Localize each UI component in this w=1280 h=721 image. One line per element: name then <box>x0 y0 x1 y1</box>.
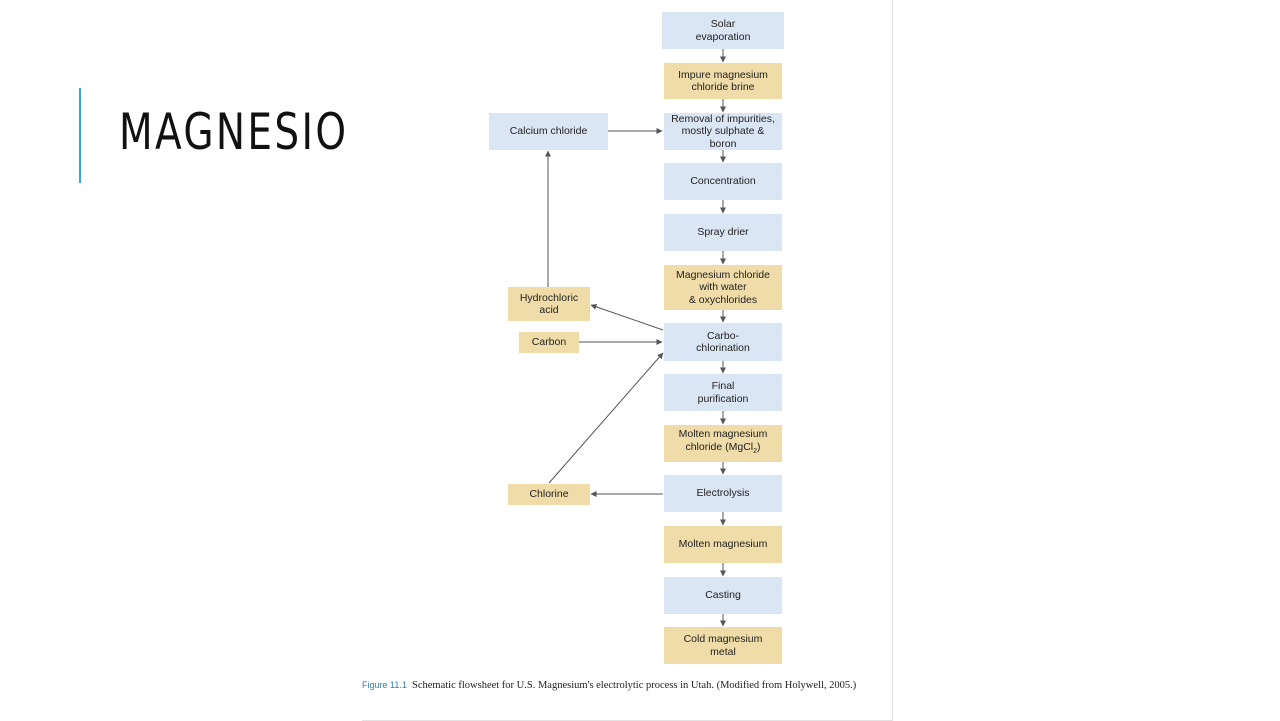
figure-panel <box>362 0 893 721</box>
node-concentration: Concentration <box>664 163 782 200</box>
figure-label: Figure 11.1 <box>362 680 407 690</box>
title-accent-bar <box>79 88 81 183</box>
node-chlorine: Chlorine <box>508 484 590 505</box>
figure-caption-text: Schematic flowsheet for U.S. Magnesium's… <box>412 680 857 691</box>
node-molten-mgcl2: Molten magnesium chloride (MgCl2) <box>664 425 782 462</box>
node-carbo-chlorination: Carbo- chlorination <box>664 323 782 361</box>
figure-caption: Figure 11.1 Schematic flowsheet for U.S. … <box>362 679 890 692</box>
node-casting: Casting <box>664 577 782 614</box>
node-calcium-chloride: Calcium chloride <box>489 113 608 150</box>
node-removal-impurities: Removal of impurities, mostly sulphate &… <box>664 113 782 150</box>
slide-title: MAGNESIO <box>119 103 349 161</box>
node-spray-drier: Spray drier <box>664 214 782 251</box>
node-cold-magnesium-metal: Cold magnesium metal <box>664 627 782 664</box>
node-carbon: Carbon <box>519 332 579 353</box>
mgcl2-subscript: 2 <box>753 448 758 456</box>
node-final-purification: Final purification <box>664 374 782 411</box>
node-electrolysis: Electrolysis <box>664 475 782 512</box>
node-solar-evaporation: Solar evaporation <box>662 12 784 49</box>
mgcl2-suffix: ) <box>757 440 761 453</box>
node-molten-mgcl2-line2: chloride (MgCl2) <box>685 441 760 459</box>
node-impure-brine: Impure magnesium chloride brine <box>664 63 782 99</box>
node-molten-mgcl2-line1: Molten magnesium <box>678 428 768 441</box>
node-mgcl-water-oxychlorides: Magnesium chloride with water & oxychlor… <box>664 265 782 310</box>
node-molten-magnesium: Molten magnesium <box>664 526 782 563</box>
node-hydrochloric-acid: Hydrochloric acid <box>508 287 590 321</box>
mgcl2-prefix: chloride (MgCl <box>685 440 754 453</box>
